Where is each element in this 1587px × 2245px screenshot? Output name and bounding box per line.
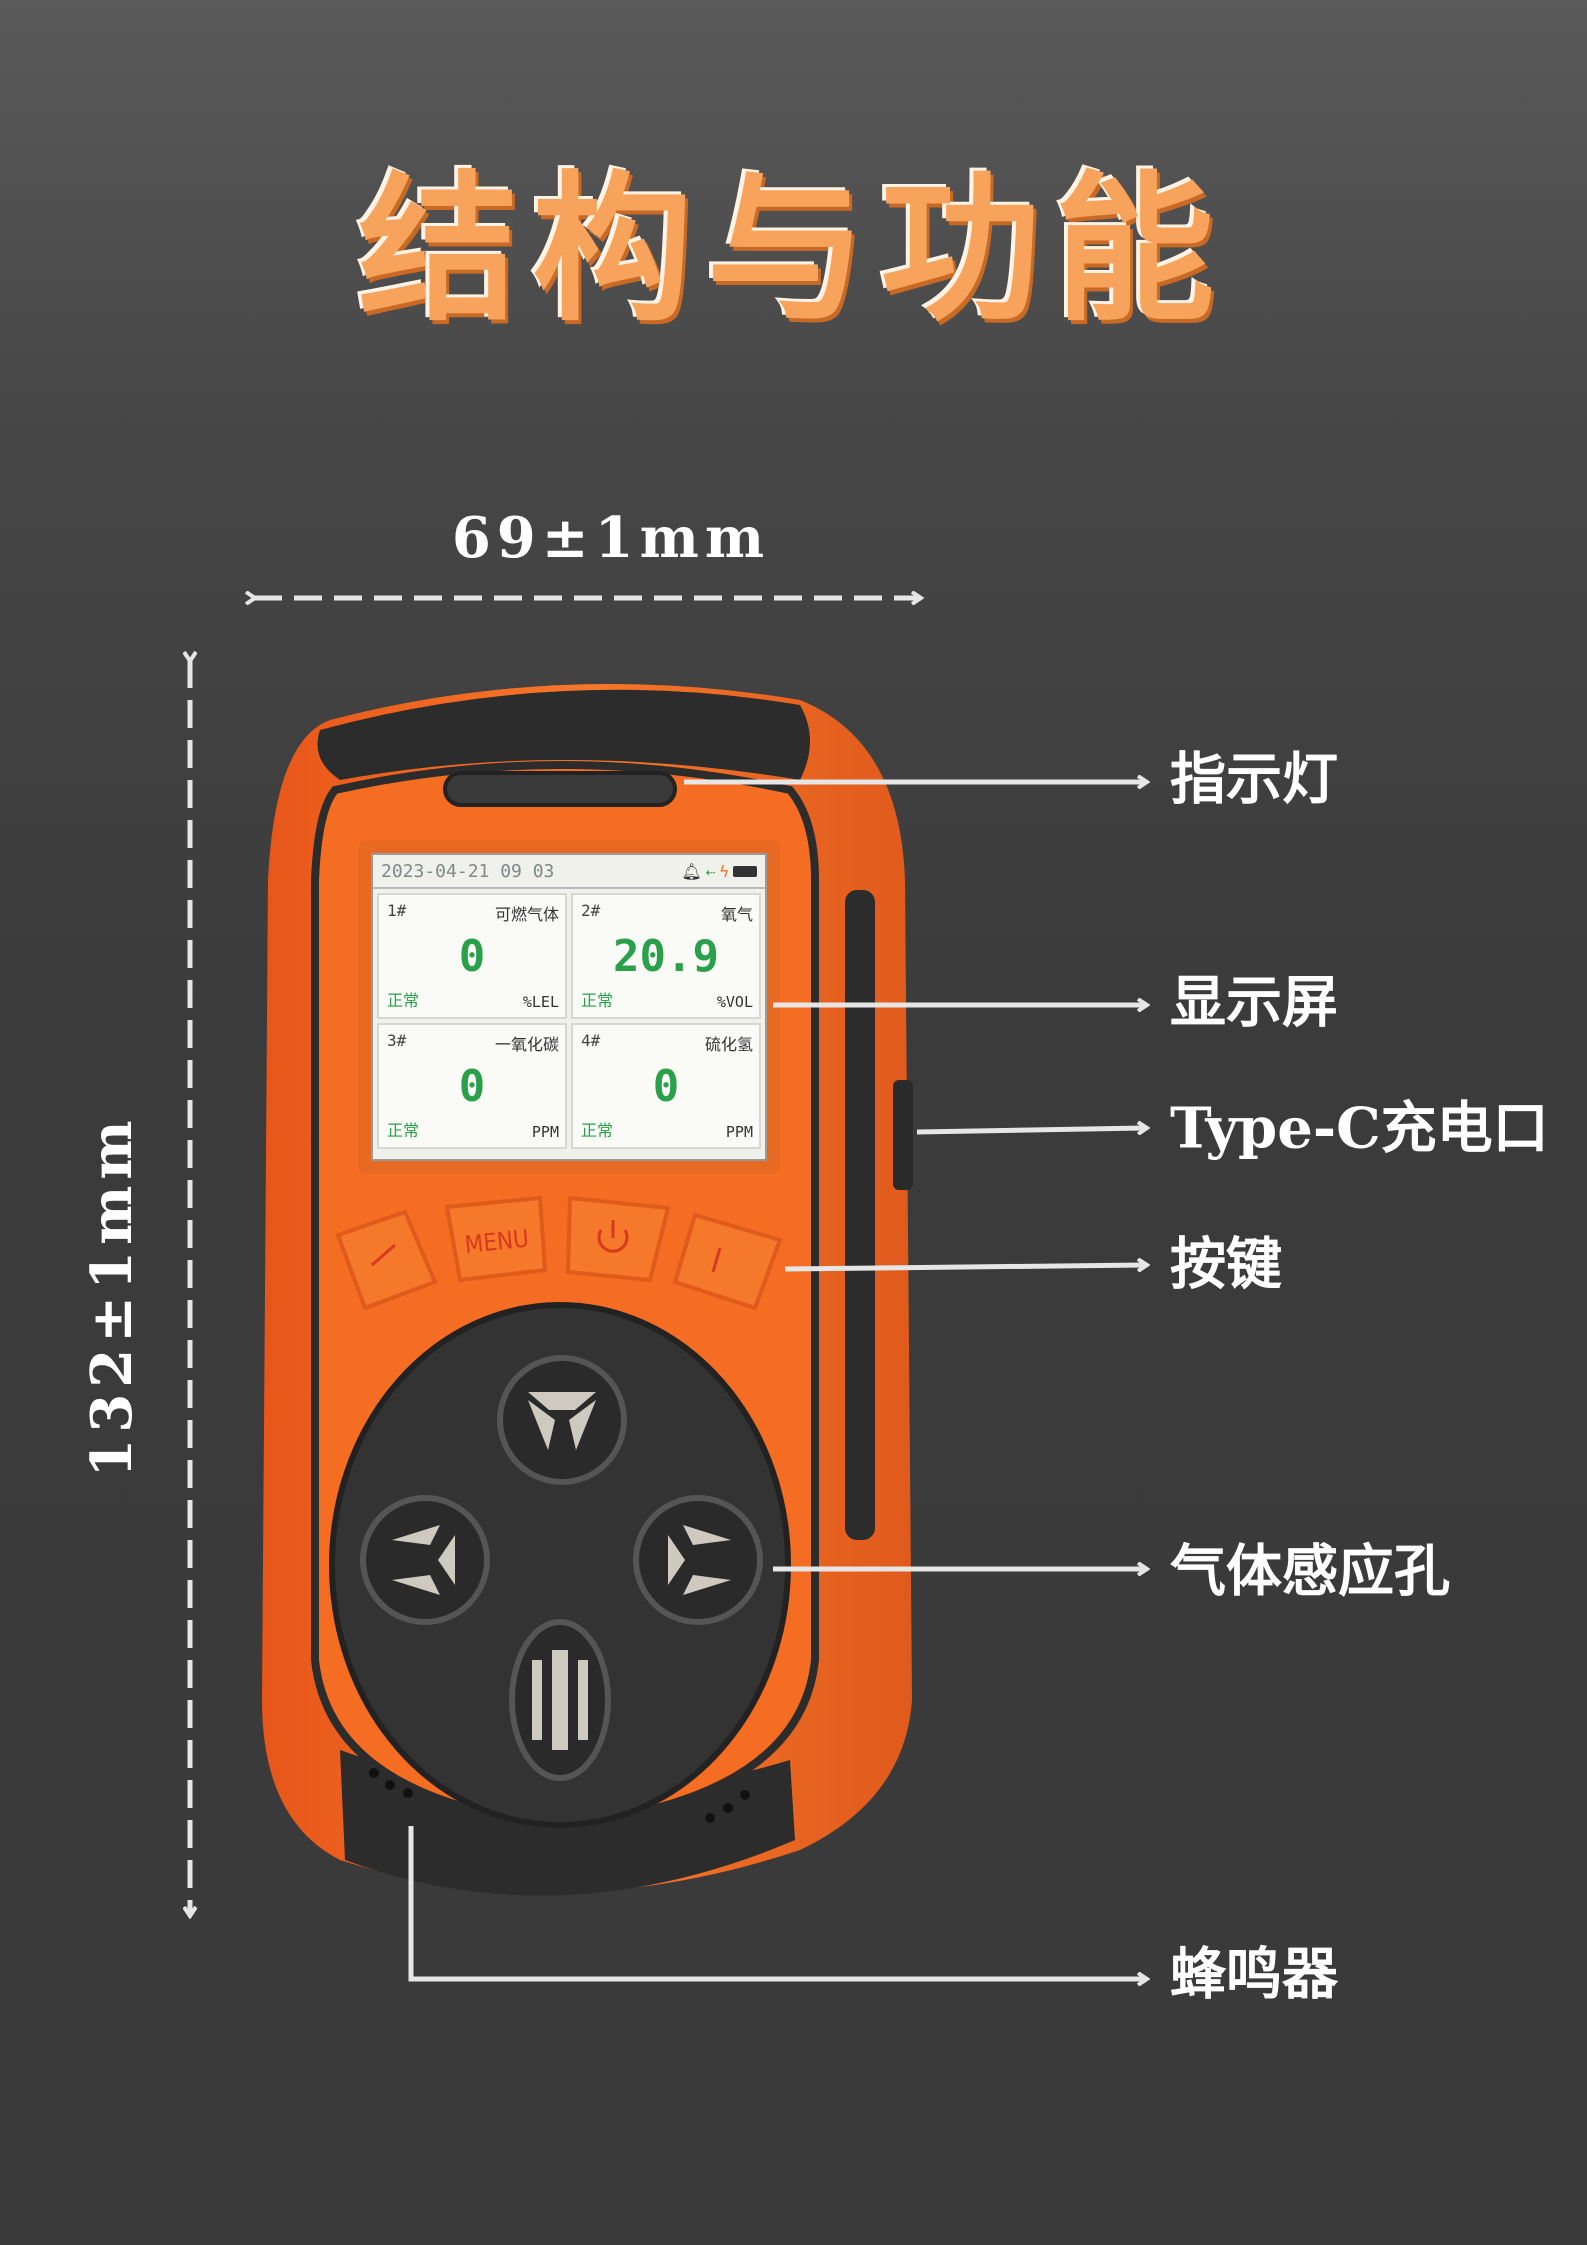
- callout-buzzer: [408, 1826, 1146, 1979]
- sensor-pod: [329, 1302, 791, 1828]
- label-buttons: 按键: [1170, 1232, 1282, 1298]
- usb-icon: ⇠: [705, 861, 716, 881]
- datetime: 2023-04-21 09 03: [381, 860, 555, 882]
- buzzer-holes: [369, 1768, 750, 1823]
- bell-icon: 🔔︎: [681, 861, 702, 881]
- callout-buttons: [784, 1265, 1146, 1269]
- gas-unit: PPM: [725, 1123, 753, 1141]
- gas-unit: %VOL: [716, 993, 753, 1011]
- gas-value: 0: [458, 931, 486, 982]
- width-dimension-label: 69±1mm: [451, 505, 771, 571]
- gas-channel-2: 2# 氧气 20.9 正常 %VOL: [571, 893, 761, 1019]
- label-indicator: 指示灯: [1170, 747, 1338, 813]
- indicator-light: [443, 771, 677, 807]
- gas-unit: PPM: [531, 1123, 559, 1141]
- gas-name: 氧气: [720, 905, 753, 924]
- label-sensor-holes: 气体感应孔: [1170, 1539, 1450, 1605]
- page-title: 结构与功能: [358, 156, 1229, 343]
- keys: [335, 1195, 783, 1311]
- key-up: [335, 1209, 438, 1311]
- up-arrow-icon: [371, 1243, 396, 1267]
- gas-status: 正常: [581, 991, 614, 1010]
- gas-channel-3: 3# 一氧化碳 0 正常 PPM: [377, 1023, 567, 1149]
- gas-value: 0: [652, 1061, 680, 1112]
- gas-value: 0: [458, 1061, 486, 1112]
- gas-name: 可燃气体: [494, 905, 559, 924]
- status-bar: 2023-04-21 09 03 🔔︎ ⇠ ϟ: [373, 855, 765, 889]
- channel-number: 2#: [581, 901, 601, 920]
- gas-status: 正常: [387, 991, 420, 1010]
- gas-channel-1: 1# 可燃气体 0 正常 %LEL: [377, 893, 567, 1019]
- label-display: 显示屏: [1170, 970, 1338, 1036]
- gas-status: 正常: [581, 1121, 614, 1140]
- key-down: [672, 1212, 783, 1311]
- channel-number: 1#: [387, 901, 407, 920]
- charging-icon: ϟ: [719, 861, 729, 881]
- callout-typec: [916, 1128, 1146, 1132]
- display-screen: 2023-04-21 09 03 🔔︎ ⇠ ϟ 1# 可燃气体 0 正常 %LE…: [371, 853, 767, 1161]
- gas-name: 硫化氢: [704, 1035, 753, 1054]
- gas-value: 20.9: [613, 931, 719, 982]
- sensor-grilles: [392, 1392, 731, 1750]
- gas-status: 正常: [387, 1121, 420, 1140]
- label-buzzer: 蜂鸣器: [1170, 1942, 1338, 2008]
- channel-number: 4#: [581, 1031, 601, 1050]
- power-icon: [597, 1220, 629, 1253]
- top-bumper: [317, 689, 810, 780]
- label-typec-port: Type-C充电口: [1170, 1095, 1549, 1162]
- gas-channel-4: 4# 硫化氢 0 正常 PPM: [571, 1023, 761, 1149]
- down-arrow-icon: [711, 1247, 722, 1273]
- side-grip: [845, 890, 875, 1540]
- menu-key-label[interactable]: MENU: [463, 1225, 530, 1260]
- type-c-port: [893, 1080, 913, 1190]
- gas-name: 一氧化碳: [494, 1035, 559, 1054]
- gas-unit: %LEL: [522, 993, 559, 1011]
- channel-number: 3#: [387, 1031, 407, 1050]
- key-power: [565, 1195, 671, 1283]
- height-dimension-label: 132±1mm: [79, 1114, 145, 1478]
- battery-icon: [733, 865, 757, 877]
- key-menu: [444, 1195, 548, 1283]
